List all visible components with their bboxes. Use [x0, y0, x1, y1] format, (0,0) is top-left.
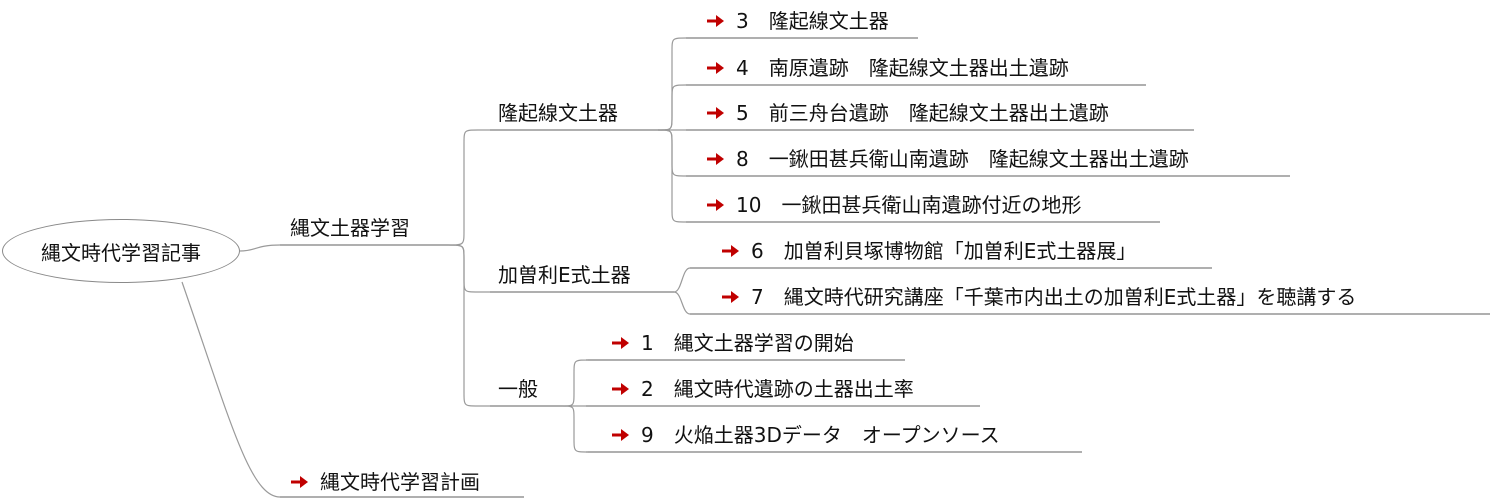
leaf-link[interactable]: 6 加曽利貝塚博物館「加曽利E式土器展」: [721, 239, 1136, 263]
leaf-label: 3 隆起線文土器: [736, 9, 889, 33]
leaf-label: 5 前三舟台遺跡 隆起線文土器出土遺跡: [736, 101, 1109, 125]
leaf-label: 4 南原遺跡 隆起線文土器出土遺跡: [736, 56, 1069, 80]
leaf-link[interactable]: 7 縄文時代研究講座「千葉市内出土の加曽利E式土器」を聴講する: [721, 285, 1356, 309]
connector-line: [673, 267, 691, 293]
red-right-arrow-icon: [612, 337, 629, 349]
branch-label: 縄文土器学習: [290, 216, 410, 240]
red-right-arrow-icon: [707, 107, 724, 119]
subbranch-kasori[interactable]: 加曽利E式土器: [498, 263, 631, 287]
leaf-label: 7 縄文時代研究講座「千葉市内出土の加曽利E式土器」を聴講する: [751, 285, 1357, 309]
branch-doki-gakushu[interactable]: 縄文土器学習: [290, 216, 410, 240]
leaf-label: 10 一鍬田甚兵衛山南遺跡付近の地形: [736, 193, 1082, 217]
leaf-link[interactable]: 8 一鍬田甚兵衛山南遺跡 隆起線文土器出土遺跡: [706, 147, 1189, 171]
connector-line: [447, 244, 490, 293]
red-right-arrow-icon: [707, 15, 724, 27]
connector-line: [181, 281, 281, 498]
leaf-label: 9 火焔土器3Dデータ オープンソース: [641, 423, 1000, 447]
leaf-link[interactable]: 1 縄文土器学習の開始: [611, 331, 854, 355]
leaf-link[interactable]: 5 前三舟台遺跡 隆起線文土器出土遺跡: [706, 101, 1109, 125]
root-node-label: 縄文時代学習記事: [41, 240, 201, 265]
connector-line: [561, 405, 589, 453]
red-right-arrow-icon: [612, 429, 629, 441]
subbranch-label: 隆起線文土器: [498, 101, 618, 125]
connector-line: [239, 244, 281, 252]
red-right-arrow-icon: [707, 199, 724, 211]
subbranch-ryuki[interactable]: 隆起線文土器: [498, 101, 618, 125]
branch-keikaku-link[interactable]: 縄文時代学習計画: [290, 470, 480, 494]
red-right-arrow-icon: [612, 383, 629, 395]
leaf-label: 2 縄文時代遺跡の土器出土率: [641, 377, 914, 401]
subbranch-label: 加曽利E式土器: [498, 263, 631, 287]
leaf-link[interactable]: 3 隆起線文土器: [706, 9, 889, 33]
red-right-arrow-icon: [722, 291, 739, 303]
connector-line: [657, 84, 687, 131]
leaf-link[interactable]: 9 火焔土器3Dデータ オープンソース: [611, 423, 1000, 447]
connector-line: [657, 129, 687, 223]
red-right-arrow-icon: [722, 245, 739, 257]
leaf-label: 1 縄文土器学習の開始: [641, 331, 854, 355]
subbranch-ippan[interactable]: 一般: [498, 377, 538, 401]
red-right-arrow-icon: [291, 476, 308, 488]
leaf-link[interactable]: 2 縄文時代遺跡の土器出土率: [611, 377, 914, 401]
leaf-link[interactable]: 4 南原遺跡 隆起線文土器出土遺跡: [706, 56, 1069, 80]
connector-line: [447, 244, 490, 407]
red-right-arrow-icon: [707, 62, 724, 74]
subbranch-label: 一般: [498, 377, 538, 401]
root-node[interactable]: 縄文時代学習記事: [2, 219, 240, 283]
leaf-link[interactable]: 10 一鍬田甚兵衛山南遺跡付近の地形: [706, 193, 1081, 217]
red-right-arrow-icon: [707, 153, 724, 165]
connector-line: [447, 129, 490, 246]
branch-label: 縄文時代学習計画: [320, 470, 480, 494]
leaf-label: 8 一鍬田甚兵衛山南遺跡 隆起線文土器出土遺跡: [736, 147, 1189, 171]
connector-line: [561, 359, 589, 407]
connector-line: [673, 291, 691, 315]
leaf-label: 6 加曽利貝塚博物館「加曽利E式土器展」: [751, 239, 1137, 263]
